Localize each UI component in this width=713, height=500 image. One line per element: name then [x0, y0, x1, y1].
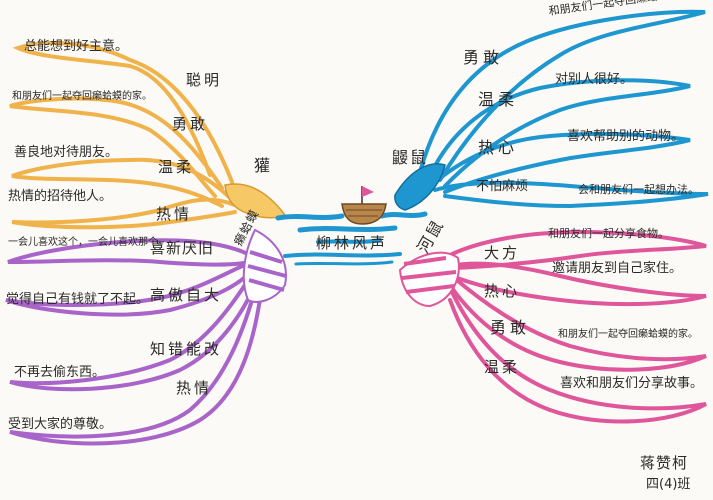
- rat-lobe-3: [450, 274, 707, 372]
- badger-lobe-1: [12, 41, 234, 184]
- toad-trait-2: 高傲自大: [150, 286, 223, 304]
- badger-detail-2: 和朋友们一起夺回癞蛤蟆的家。: [12, 91, 152, 102]
- mole-lobe-4: [433, 180, 709, 209]
- rat-detail-1: 和朋友们一起分享食物。: [548, 227, 669, 240]
- mole-trait-2: 温柔: [478, 90, 519, 109]
- badger-trait-2: 勇敢: [172, 115, 209, 133]
- rat-lobe-4: [448, 286, 707, 424]
- toad-detail-3: 不再去偷东西。: [14, 365, 106, 380]
- rat-lobe-2: [448, 261, 707, 307]
- rat-detail-3: 和朋友们一起夺回癞蛤蟆的家。: [558, 329, 698, 340]
- boat-icon: [341, 186, 387, 225]
- toad-detail-2: 觉得自己有钱就了不起。: [6, 292, 150, 307]
- toad-lobe-2: [5, 260, 254, 317]
- badger-lobe-4: [11, 197, 237, 230]
- toad-trait-4: 热情: [176, 379, 213, 397]
- rat-lobe-1: [446, 229, 707, 270]
- badger-detail-3: 善良地对待朋友。: [14, 145, 119, 160]
- title-underline: [283, 252, 402, 266]
- badger-trait-1: 聪明: [186, 71, 223, 89]
- center-water: [275, 211, 428, 244]
- signature-class: 四(4)班: [646, 477, 691, 492]
- badger-detail-4: 热情的招待他人。: [8, 189, 113, 204]
- badger-lobe-2: [9, 96, 224, 198]
- branch-mole-name: 鼹鼠: [392, 148, 429, 167]
- rat-detail-4: 喜欢和朋友们分享故事。: [560, 376, 704, 391]
- mole-detail-2: 对别人很好。: [555, 72, 634, 87]
- mole-trait-3: 热心: [478, 138, 519, 157]
- toad-lobe-4: [9, 276, 264, 446]
- toad-lobe-1: [7, 238, 252, 267]
- toad-lobe-3: [9, 268, 260, 392]
- rat-trait-3: 勇敢: [490, 318, 531, 337]
- badger-node: [224, 183, 287, 219]
- rat-detail-2: 邀请朋友到自己家住。: [552, 261, 683, 276]
- badger-trait-4: 热情: [156, 205, 193, 223]
- badger-trait-3: 温柔: [158, 158, 195, 176]
- mole-trait-1: 勇敢: [463, 48, 504, 67]
- mole-trait-4: 不怕麻烦: [476, 179, 529, 194]
- rat-trait-1: 大方: [484, 244, 521, 262]
- toad-trait-3: 知错能改: [150, 340, 223, 358]
- signature-name: 蒋赞柯: [640, 454, 689, 472]
- mole-detail-4: 会和朋友们一起想办法。: [578, 183, 699, 196]
- toad-trait-1: 喜新厌旧: [150, 239, 215, 257]
- mole-detail-3: 喜欢帮助别的动物。: [567, 129, 685, 144]
- mole-lobe-1: [418, 9, 706, 182]
- rat-trait-4: 温柔: [484, 358, 521, 376]
- center-title: 柳林风声: [316, 234, 389, 252]
- toad-node: [242, 228, 287, 303]
- toad-detail-1: 一会儿喜欢这个，一会儿喜欢那个。: [8, 237, 168, 248]
- mole-lobe-3: [430, 131, 691, 194]
- branch-badger-name: 獾: [254, 156, 275, 175]
- toad-detail-4: 受到大家的尊敬。: [8, 417, 113, 432]
- rat-trait-2: 热心: [484, 282, 521, 300]
- mole-lobe-2: [426, 78, 691, 188]
- badger-lobe-3: [11, 157, 230, 208]
- badger-detail-1: 总能想到好主意。: [24, 39, 129, 54]
- mole-node: [394, 163, 446, 211]
